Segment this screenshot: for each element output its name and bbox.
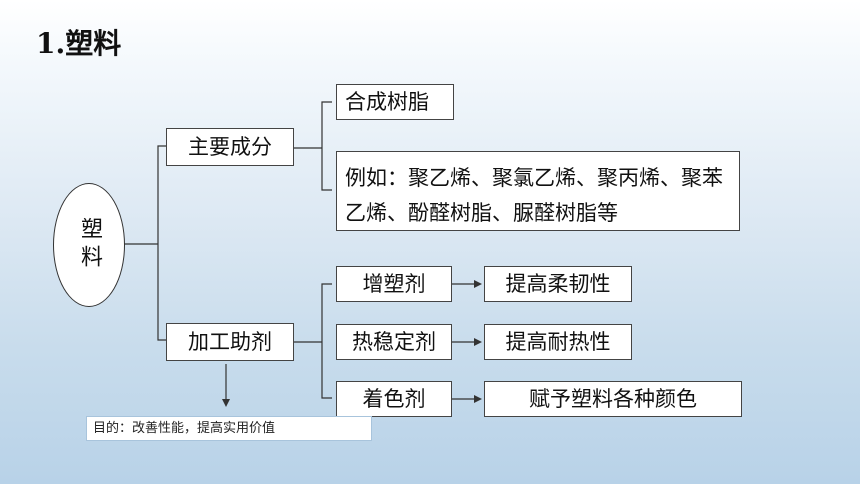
flexibility-label: 提高柔韧性 (505, 271, 611, 296)
additives-box: 加工助剂 (166, 323, 294, 361)
heat-stabilizer-box: 热稳定剂 (336, 324, 452, 360)
main-bracket (321, 101, 332, 191)
examples-box: 例如：聚乙烯、聚氯乙烯、聚丙烯、聚苯乙烯、酚醛树脂、脲醛树脂等 (336, 151, 740, 231)
slide-title: 1.塑料 (36, 27, 122, 60)
heat-resistance-box: 提高耐热性 (484, 324, 632, 360)
heat-stabilizer-label: 热稳定剂 (352, 329, 436, 354)
main-component-label: 主要成分 (188, 134, 272, 159)
purpose-note: 目的：改善性能，提高实用价值 (86, 416, 372, 441)
resin-box: 合成树脂 (336, 84, 454, 120)
coloring-box: 赋予塑料各种颜色 (484, 381, 742, 417)
root-node: 塑料 (53, 183, 125, 307)
additives-bracket (321, 283, 332, 399)
plasticizer-label: 增塑剂 (362, 271, 426, 296)
root-label: 塑料 (77, 217, 102, 273)
colorant-box: 着色剂 (336, 381, 452, 417)
main-component-box: 主要成分 (166, 128, 294, 166)
additives-label: 加工助剂 (188, 329, 272, 354)
down-arrow-head (222, 399, 230, 407)
heat-resistance-label: 提高耐热性 (505, 329, 611, 354)
root-bracket (157, 145, 166, 341)
arrow-head-1 (474, 280, 482, 288)
plasticizer-box: 增塑剂 (336, 266, 452, 302)
arrow-head-2 (474, 338, 482, 346)
examples-text: 例如：聚乙烯、聚氯乙烯、聚丙烯、聚苯乙烯、酚醛树脂、脲醛树脂等 (345, 166, 723, 225)
flexibility-box: 提高柔韧性 (484, 266, 632, 302)
coloring-label: 赋予塑料各种颜色 (529, 386, 697, 411)
arrow-head-3 (474, 395, 482, 403)
resin-label: 合成树脂 (345, 89, 429, 114)
colorant-label: 着色剂 (362, 386, 426, 411)
